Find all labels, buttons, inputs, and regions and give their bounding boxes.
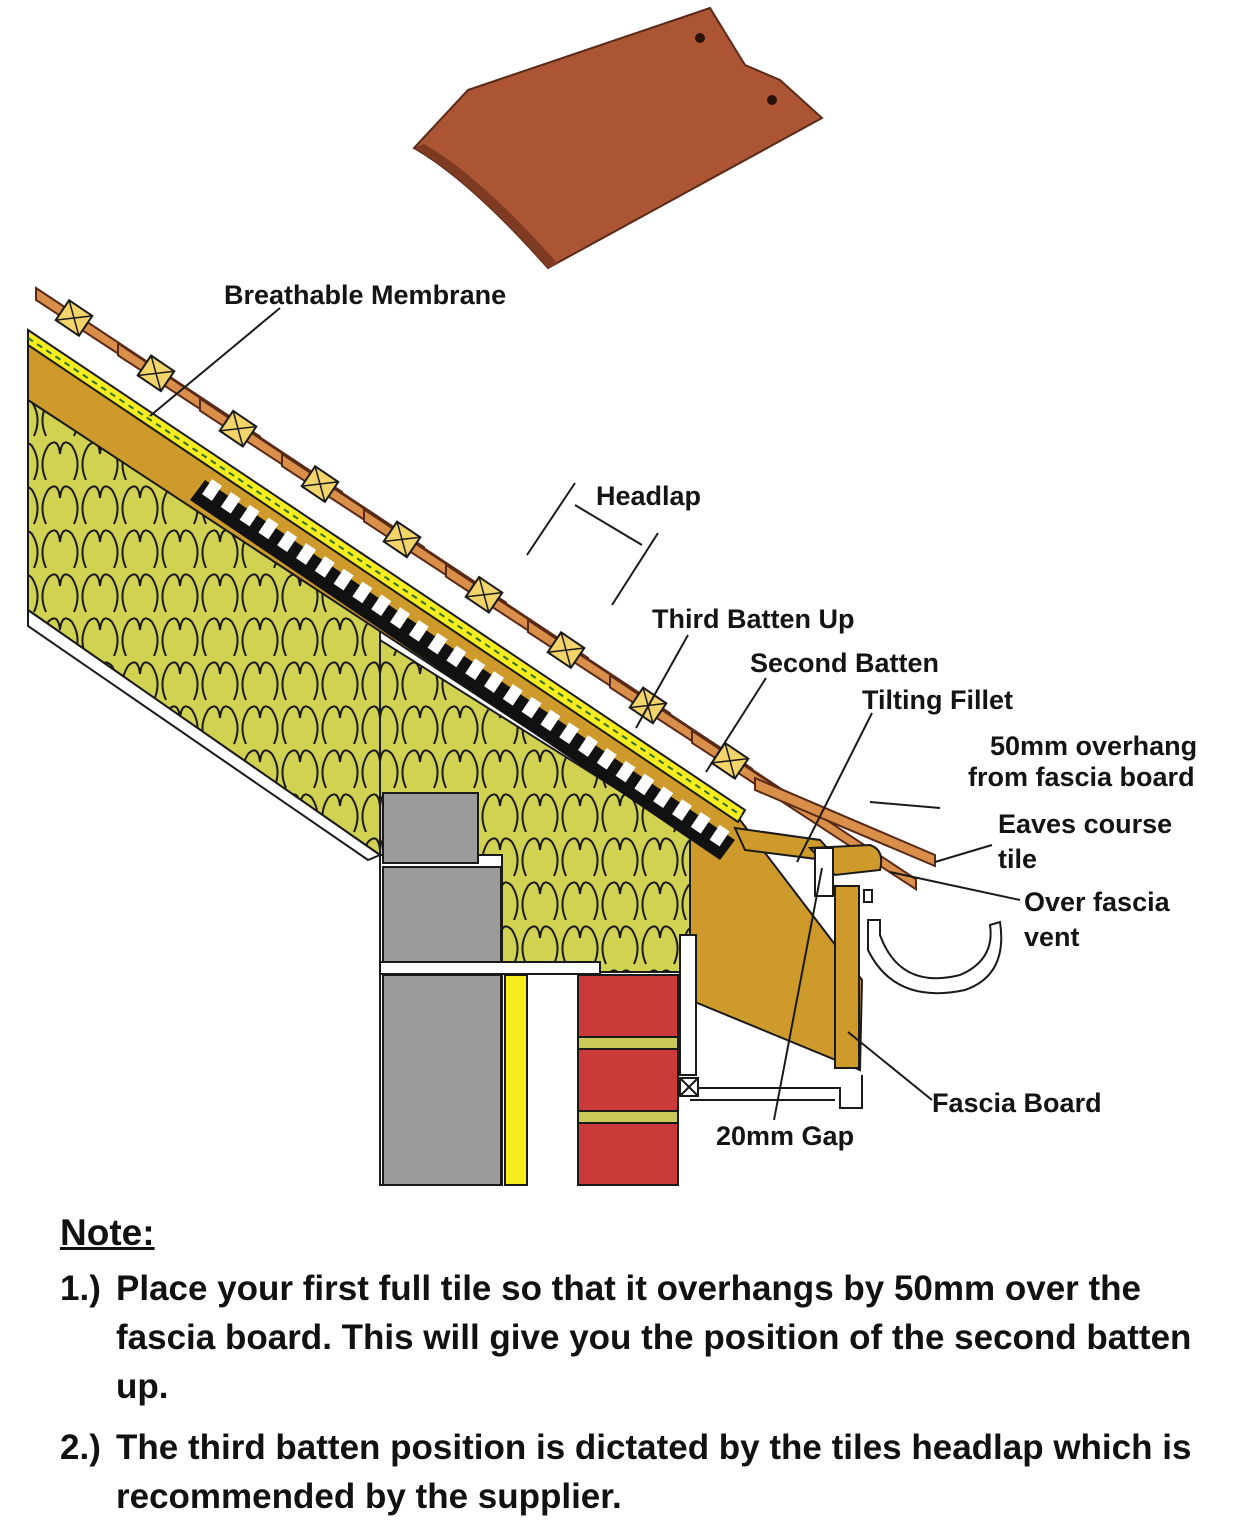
batten <box>546 630 586 670</box>
label-second-batten: Second Batten <box>750 648 939 678</box>
note-number: 2.) <box>60 1428 101 1467</box>
roof-eaves-diagram: Breathable Membrane Headlap Third Batten… <box>27 6 1197 1186</box>
note-text: Place your first full tile so that it ov… <box>116 1269 1192 1406</box>
vent-slot <box>483 671 505 693</box>
tile-courses <box>35 286 936 892</box>
membrane-strip <box>27 328 747 824</box>
vent-slot <box>258 517 279 540</box>
note-number: 1.) <box>60 1269 101 1308</box>
vent-slot <box>559 722 580 745</box>
batten <box>464 575 504 614</box>
clay-tile-illustration <box>412 6 824 270</box>
eaves-vent-tray <box>190 479 735 860</box>
label-tilting-fillet: Tilting Fillet <box>862 685 1013 715</box>
label-breathable-membrane: Breathable Membrane <box>224 280 506 310</box>
label-eaves-line1: Eaves course <box>998 809 1172 839</box>
cavity-insulation <box>504 974 528 1186</box>
batten <box>54 298 94 338</box>
label-fascia-board: Fascia Board <box>932 1088 1102 1118</box>
label-overhang-line1: 50mm overhang <box>990 731 1197 761</box>
vent-slot <box>502 683 523 706</box>
label-third-batten-up: Third Batten Up <box>652 604 855 634</box>
batten <box>300 464 340 504</box>
label-vent-line2: vent <box>1024 922 1080 952</box>
vent-slot <box>634 773 655 796</box>
batten <box>136 354 176 393</box>
wall-plate <box>379 961 601 975</box>
vent-slot <box>465 658 486 681</box>
label-vent-line1: Over fascia <box>1024 887 1171 917</box>
vent-slot <box>408 619 429 642</box>
vent-slot <box>389 607 411 629</box>
ceiling-board <box>27 608 383 862</box>
vent-slot <box>220 491 241 514</box>
vent-slot <box>427 632 448 655</box>
vent-slot <box>314 555 335 578</box>
note-item: 1.) Place your first full tile so that i… <box>60 1264 1220 1411</box>
vent-slot <box>653 786 674 809</box>
batten <box>382 520 422 559</box>
block-wall <box>379 792 503 1186</box>
brick-wall <box>577 934 697 1186</box>
vent-slot <box>295 543 317 565</box>
gutter <box>863 889 1003 995</box>
note-text: The third batten position is dictated by… <box>116 1428 1192 1516</box>
vent-slot <box>709 824 730 847</box>
vent-slot <box>446 645 467 668</box>
vent-slot <box>521 696 542 719</box>
vent-slot <box>352 581 373 604</box>
vent-slot <box>577 735 599 757</box>
vent-slot <box>540 709 561 732</box>
vent-slot <box>277 530 298 553</box>
eaves-tile <box>754 776 936 868</box>
vent-slot <box>690 811 711 834</box>
label-overhang-line2: from fascia board <box>968 762 1195 792</box>
vent-slot <box>671 799 693 821</box>
leader-lines <box>149 307 1021 1121</box>
vent-slot <box>201 479 223 501</box>
vent-slot <box>596 747 617 770</box>
batten <box>218 409 258 448</box>
note-item: 2.) The third batten position is dictate… <box>60 1423 1220 1521</box>
notes-heading: Note: <box>60 1212 155 1253</box>
label-eaves-line2: tile <box>998 844 1037 874</box>
vent-slot <box>371 594 392 617</box>
label-headlap: Headlap <box>596 481 701 511</box>
vent-slot <box>239 504 260 527</box>
notes-section: Note: 1.) Place your first full tile so … <box>60 1208 1220 1533</box>
vent-slot <box>333 568 354 591</box>
soffit <box>679 1075 863 1109</box>
vent-slot <box>615 760 636 783</box>
label-gap: 20mm Gap <box>716 1121 854 1151</box>
